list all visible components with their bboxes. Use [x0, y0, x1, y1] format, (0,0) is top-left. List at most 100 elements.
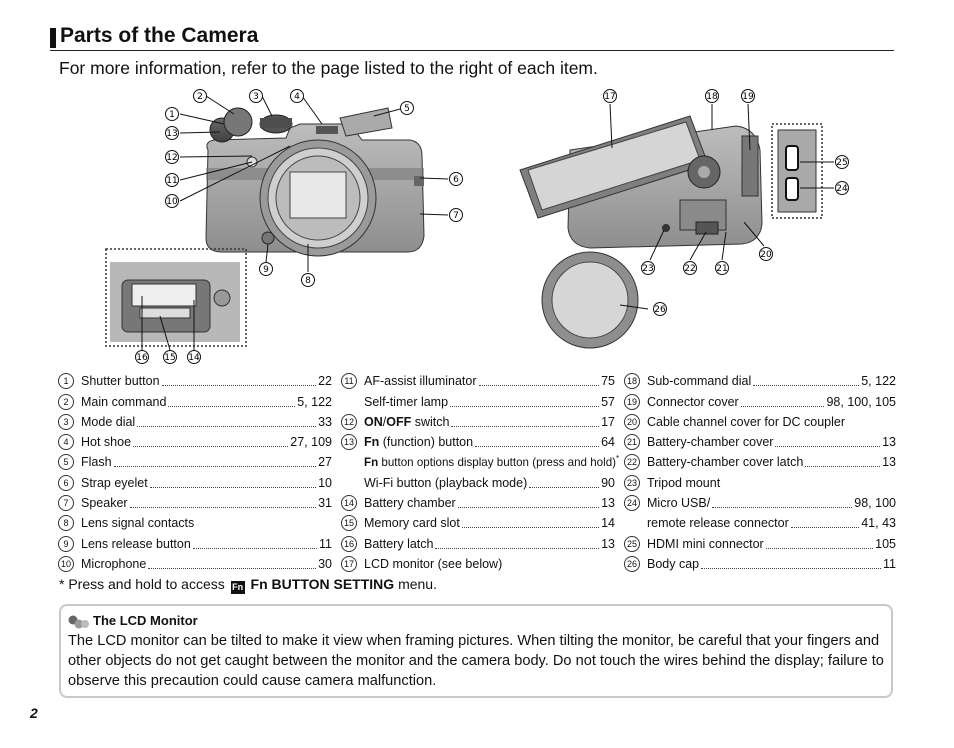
callout-5: 5	[400, 101, 414, 115]
leader-dots	[529, 486, 600, 488]
part-name: Strap eyelet	[81, 475, 148, 490]
callout-18: 18	[705, 89, 719, 103]
callout-19: 19	[741, 89, 755, 103]
page-ref: 13	[601, 496, 615, 511]
page-ref: 64	[601, 435, 615, 450]
callout-3: 3	[249, 89, 263, 103]
page-ref: 57	[601, 394, 615, 409]
page-ref: 30	[318, 556, 332, 571]
part-number: 25	[624, 535, 640, 552]
title-bar: Parts of the Camera	[50, 24, 894, 51]
intro-text: For more information, refer to the page …	[59, 58, 598, 78]
page-ref: 11	[319, 536, 332, 551]
callout-20: 20	[759, 247, 773, 261]
part-name: Fn button options display button (press …	[364, 449, 619, 473]
part-name: Self-timer lamp	[364, 394, 449, 409]
leader-dots	[113, 466, 317, 468]
callout-17: 17	[603, 89, 617, 103]
leader-dots	[478, 385, 600, 387]
leader-dots	[775, 446, 881, 448]
part-number: 11	[341, 373, 357, 390]
svg-text:3: 3	[253, 92, 259, 102]
part-number: 13	[341, 434, 357, 451]
page-ref: 5, 122	[861, 374, 896, 389]
callout-16: 16	[135, 350, 149, 364]
fn-label: Fn	[364, 435, 380, 450]
part-number: 21	[624, 434, 640, 451]
note-icon	[68, 615, 89, 629]
leader-dots	[765, 547, 874, 549]
svg-text:17: 17	[604, 92, 615, 102]
callout-8: 8	[301, 273, 315, 287]
part-name: Battery-chamber cover	[647, 435, 774, 450]
page-ref: 98, 100	[854, 496, 896, 511]
slash: /	[382, 414, 387, 429]
svg-text:19: 19	[742, 92, 754, 102]
callout-14: 14	[187, 350, 201, 364]
svg-text:18: 18	[706, 92, 718, 102]
leader-dots	[133, 446, 289, 448]
leader-dots	[435, 547, 600, 549]
page-ref: 22	[318, 374, 332, 389]
page-number: 2	[30, 705, 38, 721]
page-title: Parts of the Camera	[60, 24, 259, 47]
part-name: Battery-chamber cover latch	[647, 455, 804, 470]
part-name: Body cap	[647, 556, 700, 571]
part-name: Wi-Fi button (playback mode)	[364, 475, 528, 490]
leader-dots	[712, 507, 853, 509]
part-number-blank	[341, 475, 357, 491]
svg-text:20: 20	[760, 250, 772, 260]
svg-text:2: 2	[197, 92, 203, 102]
part-number: 3	[58, 413, 74, 430]
leader-dots	[457, 507, 600, 509]
part-name: HDMI mini connector	[647, 536, 764, 551]
page-ref: 11	[883, 556, 896, 571]
part-row: Self-timer lamp 57	[341, 391, 615, 411]
part-name: Mode dial	[81, 414, 136, 429]
body-cap-illustration	[541, 251, 639, 349]
part-number: 2	[58, 393, 74, 410]
footnote: * Press and hold to access Fn Fn BUTTON …	[59, 576, 437, 594]
callout-1: 1	[165, 107, 179, 121]
svg-text:24: 24	[836, 184, 848, 194]
part-name: Memory card slot	[364, 516, 460, 531]
part-name: Speaker	[81, 496, 128, 511]
part-number: 20	[624, 413, 640, 430]
page-ref: 105	[875, 536, 896, 551]
switch-label: switch	[411, 414, 450, 429]
leader-lines	[141, 95, 834, 351]
part-number: 6	[58, 474, 74, 491]
callout-23: 23	[641, 261, 655, 275]
part-name: LCD monitor (see below)	[364, 556, 503, 571]
part-number: 8	[58, 515, 74, 532]
part-name: Tripod mount	[647, 475, 721, 490]
svg-text:8: 8	[305, 276, 311, 286]
part-name: Microphone	[81, 556, 147, 571]
callout-7: 7	[449, 208, 463, 222]
callout-11: 11	[165, 173, 179, 187]
svg-text:26: 26	[654, 305, 666, 315]
note-title: The LCD Monitor	[93, 613, 198, 628]
callout-2: 2	[193, 89, 207, 103]
callout-12: 12	[165, 150, 179, 164]
leader-dots	[129, 507, 317, 509]
footnote-setting: Fn BUTTON SETTING	[250, 576, 395, 592]
fn-options-desc: button options display button (press and…	[378, 455, 616, 469]
